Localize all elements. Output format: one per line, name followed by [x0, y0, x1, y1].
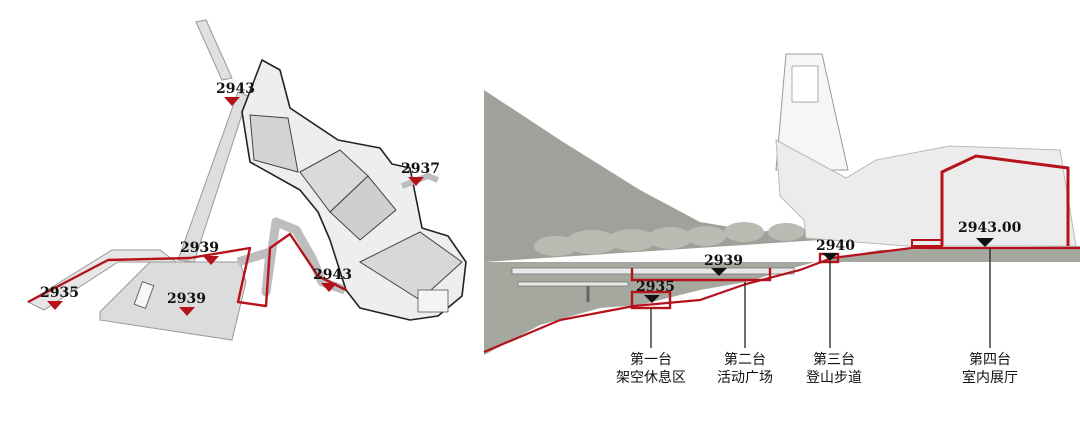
- section-elevation-marker: 2935: [636, 279, 675, 303]
- level-label-desc: 登山步道: [806, 370, 862, 386]
- level-label-desc: 架空休息区: [616, 369, 686, 386]
- level-label-second: 第二台 活动广场: [717, 351, 773, 386]
- section-elevation-label: 2940: [816, 238, 855, 254]
- level-label-desc: 活动广场: [717, 370, 773, 386]
- plan-red-route: [27, 232, 347, 308]
- section-elevation-marker: 2939: [704, 253, 743, 276]
- section-hall-red-outline: [940, 154, 1070, 246]
- plan-path-top: [195, 19, 233, 81]
- section-elevation-marker: 2943.00: [958, 220, 1022, 247]
- section-building: [775, 139, 1077, 247]
- plan-ramp-west: [26, 249, 178, 311]
- plan-elevation-label: 2939: [167, 291, 206, 307]
- section-elevation-label: 2939: [704, 253, 743, 269]
- section-deck-upper: [511, 267, 795, 275]
- plan-elevation-marker: 2943: [313, 267, 352, 292]
- plan-elevation-triangle: [47, 301, 63, 310]
- section-red-ground-line: [483, 246, 1080, 354]
- plan-elevation-label: 2943: [216, 81, 255, 97]
- plan-glazed-wall: [417, 289, 449, 313]
- level-label-desc: 室内展厅: [962, 369, 1018, 386]
- plan-elevation-label: 2939: [180, 240, 219, 256]
- level-label-title: 第二台: [724, 351, 766, 368]
- plan-roof-facet-d: [358, 231, 463, 301]
- site-plan: [26, 19, 467, 341]
- section-elevation-triangle: [644, 295, 660, 303]
- plan-roof-facet-c: [329, 175, 397, 241]
- plan-elevation-label: 2935: [40, 285, 79, 301]
- level-label-title: 第三台: [813, 351, 855, 368]
- level-label-title: 第一台: [630, 351, 672, 368]
- section-elevation-triangle: [822, 253, 838, 261]
- plan-path-north: [177, 91, 249, 263]
- plan-elevation-triangle: [203, 256, 219, 265]
- plan-elevation-marker: 2935: [40, 285, 79, 310]
- section-tree-canopy: [534, 222, 804, 256]
- section-platform-second: [630, 268, 772, 282]
- level-label-first: 第一台 架空休息区: [616, 351, 686, 386]
- section-hall-step: [911, 239, 943, 247]
- plan-elevation-label: 2943: [313, 267, 352, 283]
- plan-elevation-triangle: [408, 177, 424, 186]
- plan-skylight: [133, 281, 155, 309]
- section-hill-background: [484, 90, 820, 262]
- section-drawing: [483, 53, 1080, 355]
- plan-elevation-marker: 2943: [216, 81, 255, 106]
- plan-elevation-triangle: [224, 97, 240, 106]
- section-leader-lines: [650, 248, 991, 348]
- plan-elevation-triangle: [321, 283, 337, 292]
- section-tower-opening: [791, 65, 819, 103]
- plan-roof-facet-a: [249, 114, 299, 173]
- section-elevation-label: 2935: [636, 279, 675, 295]
- section-elevation-triangle: [976, 238, 994, 247]
- plan-elevation-marker: 2939: [180, 240, 219, 265]
- plan-elevation-triangle: [179, 307, 195, 316]
- plan-east-path: [400, 172, 440, 189]
- section-elevation-label: 2943.00: [958, 220, 1022, 236]
- level-label-fourth: 第四台 室内展厅: [962, 351, 1018, 386]
- plan-elevation-marker: 2939: [167, 291, 206, 316]
- section-deck-lower: [517, 281, 629, 287]
- plan-elevation-label: 2937: [401, 161, 440, 177]
- level-label-title: 第四台: [969, 351, 1011, 368]
- level-label-third: 第三台 登山步道: [806, 351, 862, 386]
- section-elevation-triangle: [711, 268, 727, 276]
- section-elevation-marker: 2940: [816, 238, 855, 261]
- plan-elevation-marker: 2937: [401, 161, 440, 186]
